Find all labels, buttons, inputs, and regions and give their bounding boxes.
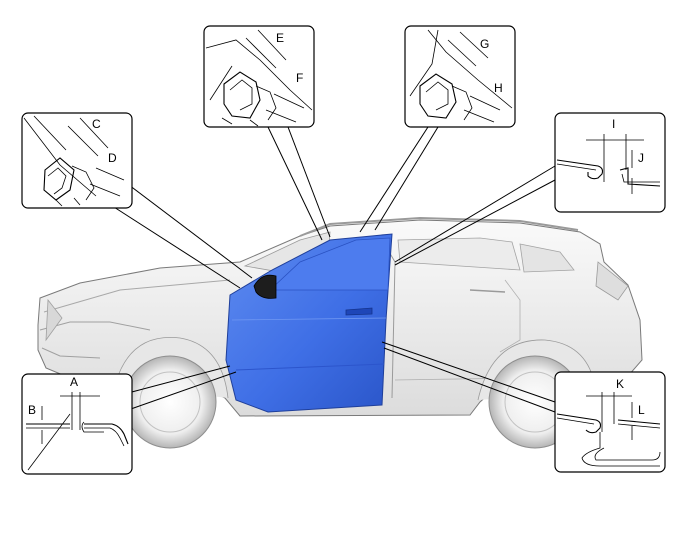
- inset-detail-e-f: E F: [203, 25, 315, 128]
- inset-detail-a-b: A B: [21, 373, 133, 475]
- label-d: D: [108, 151, 117, 165]
- label-i: I: [612, 117, 615, 131]
- inset-detail-g-h: G H: [404, 25, 516, 128]
- inset-detail-i-j: I J: [554, 112, 666, 213]
- label-f: F: [296, 71, 303, 85]
- inset-detail-k-l: K L: [554, 371, 666, 473]
- label-g: G: [480, 37, 489, 51]
- leader-lines: [102, 126, 556, 413]
- label-l: L: [638, 403, 645, 417]
- front-door: [225, 233, 393, 413]
- label-j: J: [638, 151, 644, 165]
- label-b: B: [28, 403, 36, 417]
- inset-detail-c-d: C D: [21, 112, 133, 209]
- label-c: C: [92, 117, 101, 131]
- label-k: K: [616, 377, 624, 391]
- label-a: A: [70, 375, 78, 389]
- label-h: H: [494, 81, 503, 95]
- label-e: E: [276, 31, 284, 45]
